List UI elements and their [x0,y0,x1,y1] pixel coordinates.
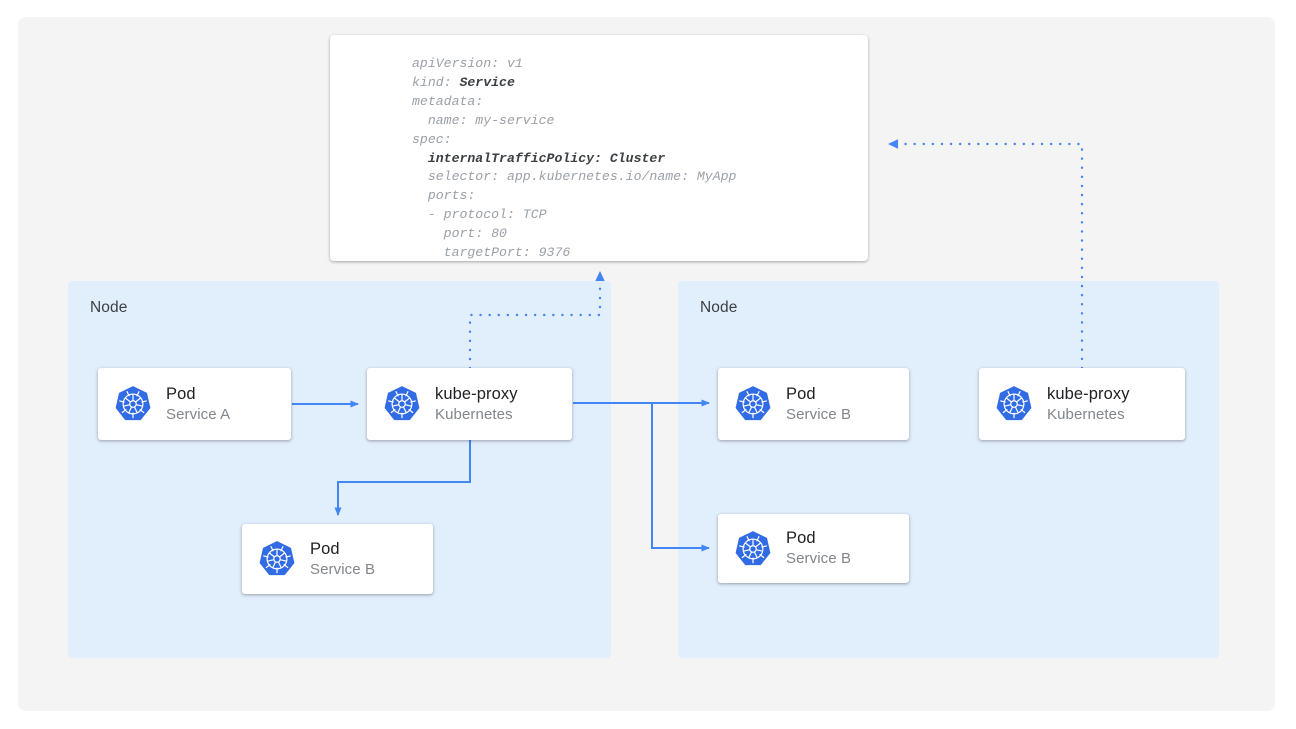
kubernetes-icon [735,530,771,565]
manifest-line: kind: Service [412,74,515,90]
manifest-line: targetPort: 9376 [412,245,571,261]
card-text: Pod Service B [310,539,375,580]
service-manifest-code: apiVersion: v1 kind: Service metadata: nam… [412,55,736,263]
card-title: Pod [310,539,340,558]
card-subtitle: Service B [786,550,852,567]
node-panel-left: Node [68,281,611,658]
card-pod-service-b-remote-2[interactable]: Pod Service B [718,514,909,583]
card-pod-service-a[interactable]: Pod Service A [98,368,291,440]
kubernetes-icon [115,386,151,421]
card-subtitle: Service B [786,405,852,423]
kubernetes-icon [384,386,420,421]
node-panel-right: Node [678,281,1219,658]
card-subtitle: Service A [166,405,231,423]
manifest-line: name: my-service [412,112,555,128]
manifest-line: - protocol: TCP [412,207,547,223]
card-text: kube-proxy Kubernetes [1047,384,1130,425]
manifest-line: internalTrafficPolicy: Cluster [412,150,666,166]
manifest-line: port: 80 [412,226,507,242]
node-label: Node [90,299,128,316]
card-text: kube-proxy Kubernetes [435,384,518,425]
node-label: Node [700,299,738,316]
kubernetes-icon [259,541,295,576]
kubernetes-icon [735,386,771,421]
card-pod-service-b-remote-1[interactable]: Pod Service B [718,368,909,440]
manifest-line: metadata: [412,93,484,109]
service-manifest-card: apiVersion: v1 kind: Service metadata: nam… [330,35,868,261]
card-kube-proxy-right[interactable]: kube-proxy Kubernetes [979,368,1185,440]
card-title: Pod [786,529,816,547]
card-subtitle: Service B [310,560,376,578]
manifest-line: selector: app.kubernetes.io/name: MyApp [412,169,737,185]
card-subtitle: Kubernetes [435,405,513,423]
card-title: kube-proxy [1047,384,1130,403]
kubernetes-icon [996,386,1032,421]
manifest-line: spec: [412,131,452,147]
card-title: Pod [786,384,816,403]
card-pod-service-b-local[interactable]: Pod Service B [242,524,433,594]
card-text: Pod Service A [166,384,230,425]
card-title: Pod [166,384,196,403]
manifest-line: apiVersion: v1 [412,56,523,71]
card-kube-proxy-left[interactable]: kube-proxy Kubernetes [367,368,572,440]
card-text: Pod Service B [786,384,851,425]
card-subtitle: Kubernetes [1047,405,1125,423]
card-text: Pod Service B [786,528,851,569]
card-title: kube-proxy [435,384,518,403]
manifest-line: ports: [412,188,476,204]
